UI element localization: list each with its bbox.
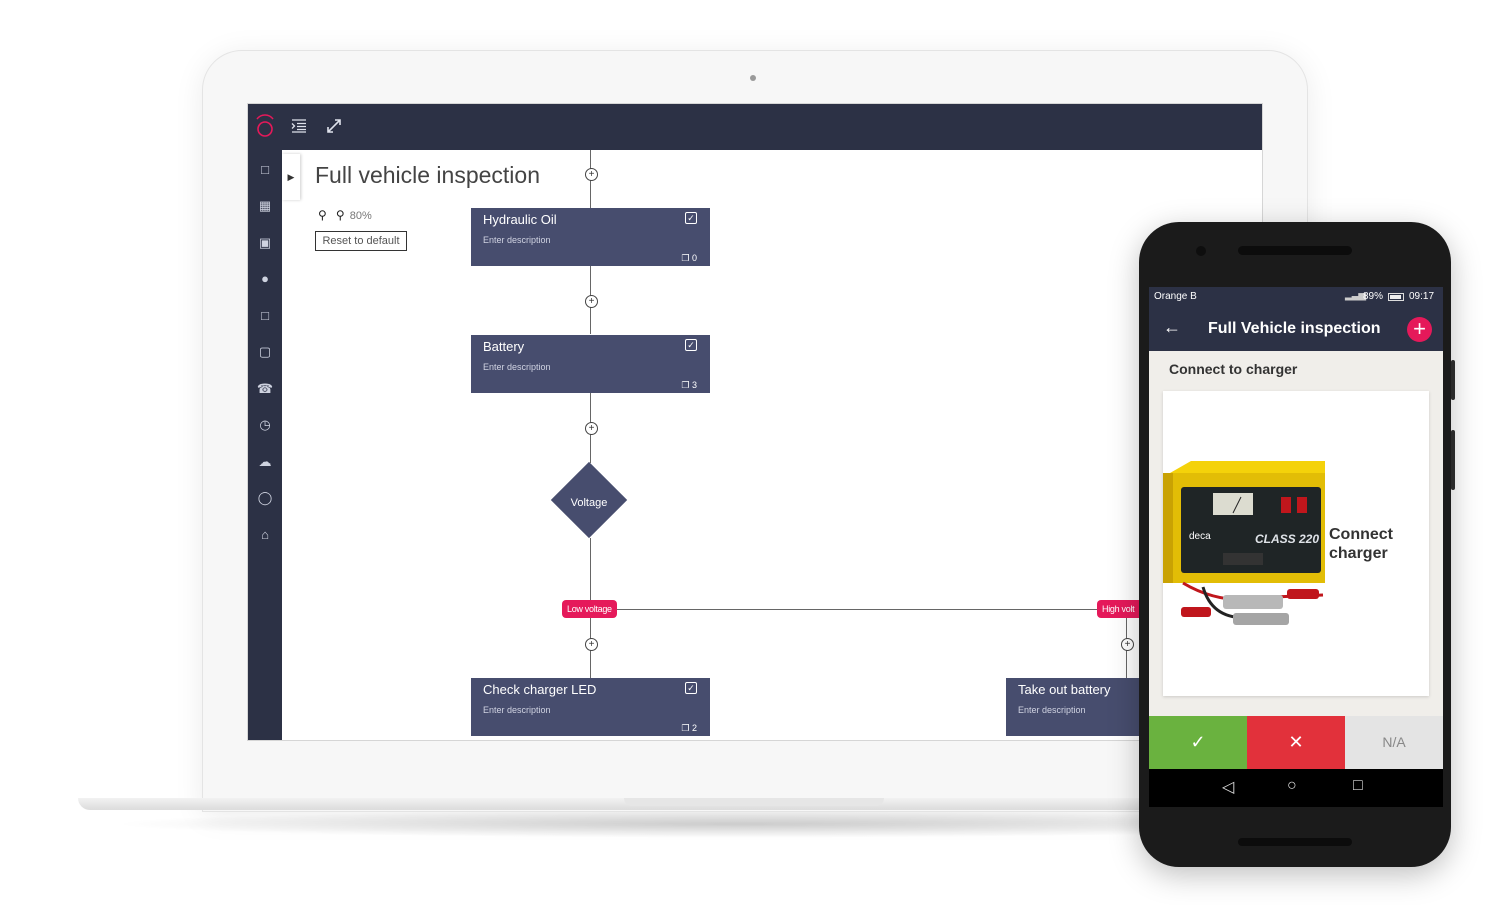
zoom-in-icon[interactable]: ⚲ xyxy=(335,208,345,222)
step-node[interactable]: Check charger LED Enter description ✓ ❐ … xyxy=(471,678,710,736)
step-heading: Connect to charger xyxy=(1169,361,1298,377)
step-title: Check charger LED xyxy=(483,682,597,697)
step-description[interactable]: Enter description xyxy=(483,235,551,245)
app-topbar xyxy=(248,104,1262,150)
attachment-count-value: 3 xyxy=(691,380,697,390)
zoom-level: 80% xyxy=(349,210,372,222)
card-caption-line: charger xyxy=(1329,545,1388,562)
step-card: deca CLASS 220 Connect charger xyxy=(1163,391,1429,696)
status-bar: Orange B ▂▃▅ 89% 09:17 xyxy=(1149,287,1443,307)
copy-icon: ❐ xyxy=(681,380,690,390)
excel-icon[interactable]: ▢ xyxy=(258,344,272,359)
decision-label: Voltage xyxy=(570,497,608,509)
cloud-icon[interactable]: ☁ xyxy=(258,454,272,469)
group-icon[interactable]: ◯ xyxy=(257,490,273,505)
nav-back-icon[interactable]: ◁ xyxy=(1222,779,1235,796)
phone-speaker xyxy=(1238,246,1352,255)
lock-icon[interactable]: ▣ xyxy=(258,235,272,250)
step-node[interactable]: Hydraulic Oil Enter description ✓ ❐ 0 xyxy=(471,208,710,266)
phone-side-button xyxy=(1451,430,1455,490)
branch-tag-high[interactable]: High volt xyxy=(1097,600,1140,618)
reset-to-default-button[interactable]: Reset to default xyxy=(315,231,407,251)
attachment-count: ❐ 2 xyxy=(681,723,697,734)
page-title: Full vehicle inspection xyxy=(315,162,541,188)
fullscreen-icon[interactable] xyxy=(326,118,342,134)
step-title: Take out battery xyxy=(1018,682,1111,697)
desktop-app-screen: □ ▦ ▣ ● □ ▢ ☎ ◷ ☁ ◯ ⌂ ▶ Full vehicle ins… xyxy=(247,103,1263,741)
outline-icon[interactable] xyxy=(291,119,307,133)
nav-home-icon[interactable]: ○ xyxy=(1287,777,1297,794)
add-step-button[interactable]: + xyxy=(1121,638,1134,651)
add-step-button[interactable]: + xyxy=(585,295,598,308)
back-arrow-icon[interactable]: ← xyxy=(1163,317,1181,337)
nav-recents-icon[interactable]: □ xyxy=(1353,777,1363,794)
clock: 09:17 xyxy=(1409,291,1435,302)
checkbox-icon[interactable]: ✓ xyxy=(685,682,697,694)
attachment-count: ❐ 3 xyxy=(681,380,697,391)
step-description[interactable]: Enter description xyxy=(483,362,551,372)
android-nav-bar: ◁ ○ □ xyxy=(1149,769,1443,807)
battery-level: 89% xyxy=(1363,291,1384,302)
battery-icon xyxy=(1388,293,1404,301)
add-step-button[interactable]: + xyxy=(585,422,598,435)
home-icon[interactable]: ⌂ xyxy=(261,527,269,542)
branch-connector xyxy=(590,609,1130,610)
fail-button[interactable]: ✕ xyxy=(1247,716,1345,769)
panel-toggle-button[interactable]: ▶ xyxy=(282,154,300,200)
card-caption-line: Connect xyxy=(1329,526,1393,543)
laptop-camera xyxy=(750,75,756,81)
app-logo-icon[interactable] xyxy=(254,112,276,138)
add-icon[interactable]: + xyxy=(1407,317,1432,342)
book-icon[interactable]: □ xyxy=(261,162,269,177)
phone-front-camera xyxy=(1196,246,1206,256)
app-sidebar: □ ▦ ▣ ● □ ▢ ☎ ◷ ☁ ◯ ⌂ xyxy=(248,150,282,740)
laptop-hinge xyxy=(624,798,884,806)
zoom-out-icon[interactable]: ⚲ xyxy=(318,208,327,222)
attachment-count-value: 2 xyxy=(691,723,697,733)
charger-model: CLASS 220 xyxy=(1255,532,1319,546)
phone-bottom-speaker xyxy=(1238,838,1352,846)
step-node[interactable]: Battery Enter description ✓ ❐ 3 xyxy=(471,335,710,393)
step-title: Hydraulic Oil xyxy=(483,212,557,227)
battery-charger-image: deca CLASS 220 xyxy=(1163,461,1325,625)
add-step-button[interactable]: + xyxy=(585,638,598,651)
user-icon[interactable]: ● xyxy=(261,271,269,286)
mobile-app-bar: ← Full Vehicle inspection + xyxy=(1149,307,1443,351)
copy-icon: ❐ xyxy=(681,723,690,733)
step-description[interactable]: Enter description xyxy=(483,705,551,715)
chat-icon[interactable]: □ xyxy=(261,308,269,323)
phone-icon[interactable]: ☎ xyxy=(256,381,274,396)
timer-icon[interactable]: ◷ xyxy=(259,417,271,432)
step-description[interactable]: Enter description xyxy=(1018,705,1086,715)
checkbox-icon[interactable]: ✓ xyxy=(685,339,697,351)
card-caption: Connect charger xyxy=(1329,525,1393,563)
pass-button[interactable]: ✓ xyxy=(1149,716,1247,769)
charger-brand: deca xyxy=(1189,531,1211,542)
calendar-icon[interactable]: ▦ xyxy=(258,198,272,213)
phone-side-button xyxy=(1451,360,1455,400)
signal-icon: ▂▃▅ xyxy=(1345,290,1366,301)
zoom-controls: ⚲ ⚲ 80% xyxy=(318,208,372,222)
branch-tag-low[interactable]: Low voltage xyxy=(562,600,617,618)
mobile-title: Full Vehicle inspection xyxy=(1208,320,1381,337)
copy-icon: ❐ xyxy=(681,253,690,263)
mobile-app-screen: Orange B ▂▃▅ 89% 09:17 ← Full Vehicle in… xyxy=(1149,287,1443,807)
add-step-button[interactable]: + xyxy=(585,168,598,181)
carrier-name: Orange B xyxy=(1154,291,1197,302)
attachment-count: ❐ 0 xyxy=(681,253,697,264)
na-button[interactable]: N/A xyxy=(1345,716,1443,769)
attachment-count-value: 0 xyxy=(691,253,697,263)
step-title: Battery xyxy=(483,339,525,354)
checkbox-icon[interactable]: ✓ xyxy=(685,212,697,224)
